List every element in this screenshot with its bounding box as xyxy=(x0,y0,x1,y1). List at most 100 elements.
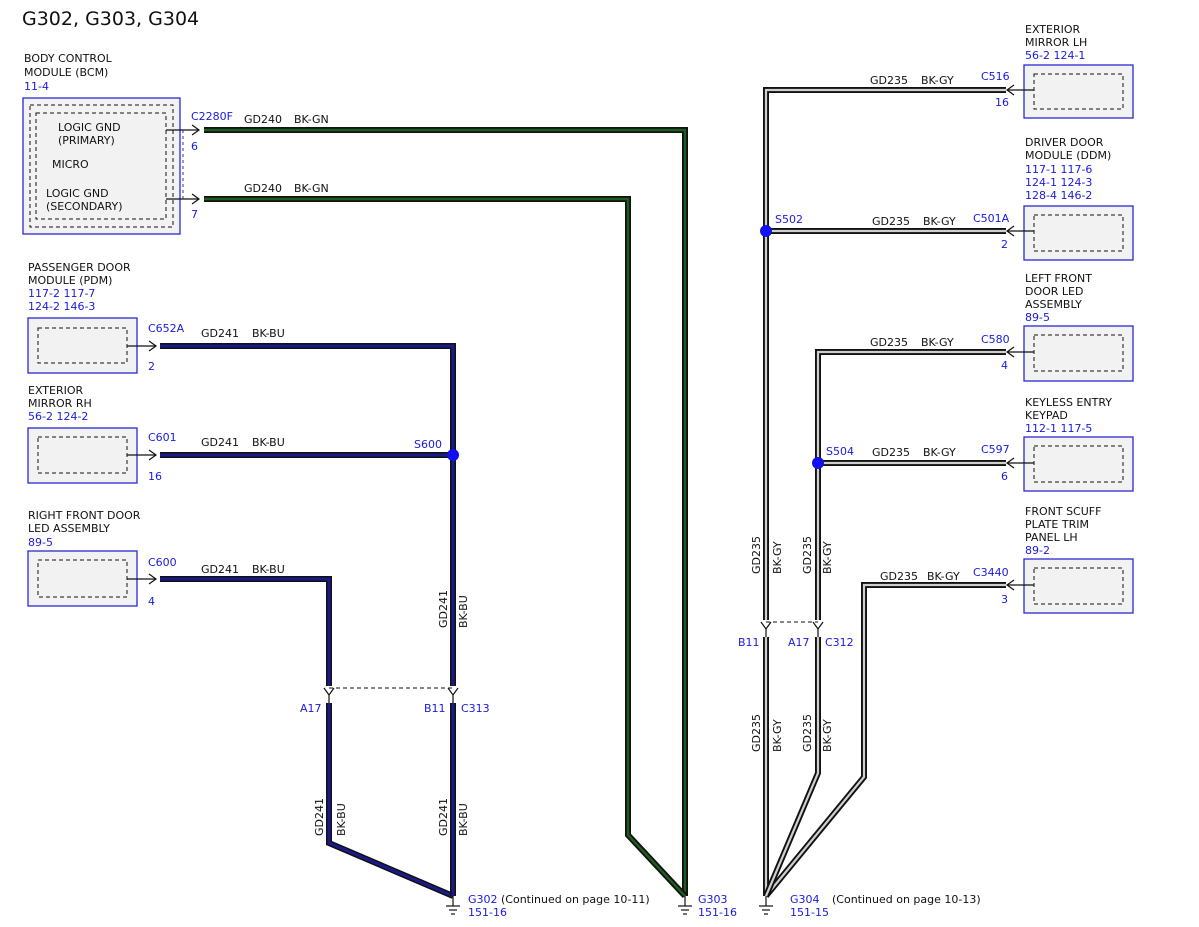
svg-text:(SECONDARY): (SECONDARY) xyxy=(46,200,123,213)
ground-g302-ref: 151-16 xyxy=(468,906,507,919)
ground-g303-label: G303 xyxy=(698,893,728,906)
wire-gd241-bus xyxy=(160,343,456,899)
connector-c312-pin-a17: A17 xyxy=(788,636,810,649)
wire-label-gd235-v4: GD235 xyxy=(801,714,814,752)
pin-c600: 4 xyxy=(148,595,155,608)
ground-g304-label: G304 xyxy=(790,893,820,906)
wire-color-bk-bu-3: BK-BU xyxy=(252,563,285,576)
ground-g302-icon xyxy=(446,896,460,915)
svg-text:89-2: 89-2 xyxy=(1025,544,1050,557)
ground-g302-label: G302 xyxy=(468,893,498,906)
pin-c597: 6 xyxy=(1001,470,1008,483)
pin-c516: 16 xyxy=(995,96,1009,109)
wire-label-gd235-1: GD235 xyxy=(870,74,908,87)
pin-c601: 16 xyxy=(148,470,162,483)
splice-s502 xyxy=(760,225,772,237)
wire-label-gd235-2: GD235 xyxy=(872,215,910,228)
connector-c652a: C652A xyxy=(148,322,185,335)
svg-text:112-1 117-5: 112-1 117-5 xyxy=(1025,422,1092,435)
svg-text:LEFT FRONT: LEFT FRONT xyxy=(1025,272,1092,285)
wire-color-bk-gy-4: BK-GY xyxy=(923,446,956,459)
mirror-lh-module: EXTERIOR MIRROR LH 56-2 124-1 xyxy=(1005,23,1134,119)
connector-c600: C600 xyxy=(148,556,177,569)
wire-gd240-primary xyxy=(204,127,688,896)
ground-g303-ref: 151-16 xyxy=(698,906,737,919)
wire-color-bk-bu-2: BK-BU xyxy=(252,436,285,449)
connector-c312-pin-b11: B11 xyxy=(738,636,760,649)
svg-text:117-1 117-6: 117-1 117-6 xyxy=(1025,163,1092,176)
wire-label-gd241-2: GD241 xyxy=(201,436,239,449)
svg-text:MICRO: MICRO xyxy=(52,158,89,171)
connector-c312-label: C312 xyxy=(825,636,854,649)
svg-text:PLATE TRIM: PLATE TRIM xyxy=(1025,518,1089,531)
wire-label-gd241-3: GD241 xyxy=(201,563,239,576)
wire-color-bk-gy-3: BK-GY xyxy=(921,336,954,349)
svg-text:56-2 124-1: 56-2 124-1 xyxy=(1025,49,1085,62)
connector-c516: C516 xyxy=(981,70,1010,83)
svg-text:LOGIC GND: LOGIC GND xyxy=(46,187,109,200)
ground-g304-note: (Continued on page 10-13) xyxy=(832,893,981,906)
wire-gd240-secondary xyxy=(204,196,688,899)
svg-text:EXTERIOR: EXTERIOR xyxy=(1025,23,1081,36)
svg-text:124-1 124-3: 124-1 124-3 xyxy=(1025,176,1092,189)
wire-color-bk-gy-v3: BK-GY xyxy=(771,719,784,752)
pin-6: 6 xyxy=(191,140,198,153)
wire-color-bk-bu-1: BK-BU xyxy=(252,327,285,340)
svg-text:DOOR LED: DOOR LED xyxy=(1025,285,1083,298)
connector-c313-label: C313 xyxy=(461,702,490,715)
wire-label-gd241-v3: GD241 xyxy=(437,798,450,836)
connector-c601: C601 xyxy=(148,431,177,444)
svg-text:MIRROR LH: MIRROR LH xyxy=(1025,36,1087,49)
wire-label-gd240-2: GD240 xyxy=(244,182,282,195)
wire-label-gd235-4: GD235 xyxy=(872,446,910,459)
connector-c313-pin-a17: A17 xyxy=(300,702,322,715)
wire-color-bk-gy-v2: BK-GY xyxy=(821,541,834,574)
splice-s600 xyxy=(447,449,459,461)
connector-c501a: C501A xyxy=(973,212,1010,225)
svg-text:11-4: 11-4 xyxy=(24,80,49,93)
pin-c580: 4 xyxy=(1001,359,1008,372)
connector-c313 xyxy=(323,687,459,703)
svg-text:ASSEMBLY: ASSEMBLY xyxy=(1025,298,1082,311)
splice-s502-label: S502 xyxy=(775,213,803,226)
wire-color-bk-gy-5: BK-GY xyxy=(927,570,960,583)
wire-label-gd241-v1: GD241 xyxy=(437,590,450,628)
svg-text:DRIVER DOOR: DRIVER DOOR xyxy=(1025,136,1104,149)
wire-color-bk-gn-2: BK-GN xyxy=(294,182,329,195)
wire-label-gd235-3: GD235 xyxy=(870,336,908,349)
ground-g304-icon xyxy=(759,896,773,915)
bcm-module: BODY CONTROL MODULE (BCM) 11-4 LOGIC GND… xyxy=(22,52,201,235)
svg-text:MODULE (BCM): MODULE (BCM) xyxy=(24,66,108,79)
wire-label-gd235-v3: GD235 xyxy=(750,714,763,752)
wire-color-bk-gy-1: BK-GY xyxy=(921,74,954,87)
connector-c580: C580 xyxy=(981,333,1010,346)
connector-c3440: C3440 xyxy=(973,566,1009,579)
wire-label-gd241-v2: GD241 xyxy=(313,798,326,836)
ground-g303-icon xyxy=(678,896,692,915)
wire-color-bk-bu-v1: BK-BU xyxy=(457,595,470,628)
mirror-rh-module: EXTERIOR MIRROR RH 56-2 124-2 xyxy=(27,384,158,484)
wire-label-gd235-v2: GD235 xyxy=(801,536,814,574)
svg-text:89-5: 89-5 xyxy=(28,536,53,549)
svg-text:124-2 146-3: 124-2 146-3 xyxy=(28,300,95,313)
svg-text:128-4 146-2: 128-4 146-2 xyxy=(1025,189,1092,202)
splice-s504-label: S504 xyxy=(826,445,854,458)
svg-text:BODY CONTROL: BODY CONTROL xyxy=(24,52,113,65)
svg-text:PASSENGER DOOR: PASSENGER DOOR xyxy=(28,261,131,274)
splice-s504 xyxy=(812,457,824,469)
svg-text:RIGHT FRONT DOOR: RIGHT FRONT DOOR xyxy=(28,509,141,522)
pin-7: 7 xyxy=(191,208,198,221)
wire-gd235-bus xyxy=(763,87,1006,898)
wire-color-bk-bu-v3: BK-BU xyxy=(457,803,470,836)
wire-color-bk-gn-1: BK-GN xyxy=(294,113,329,126)
ground-g302-note: (Continued on page 10-11) xyxy=(501,893,650,906)
page-title: G302, G303, G304 xyxy=(22,8,199,30)
svg-text:KEYPAD: KEYPAD xyxy=(1025,409,1068,422)
lf-door-led-module: LEFT FRONT DOOR LED ASSEMBLY 89-5 xyxy=(1005,272,1134,382)
svg-text:LED ASSEMBLY: LED ASSEMBLY xyxy=(28,522,110,535)
svg-text:MIRROR RH: MIRROR RH xyxy=(28,397,92,410)
svg-text:PANEL LH: PANEL LH xyxy=(1025,531,1078,544)
wire-color-bk-bu-v2: BK-BU xyxy=(335,803,348,836)
connector-c597: C597 xyxy=(981,443,1010,456)
